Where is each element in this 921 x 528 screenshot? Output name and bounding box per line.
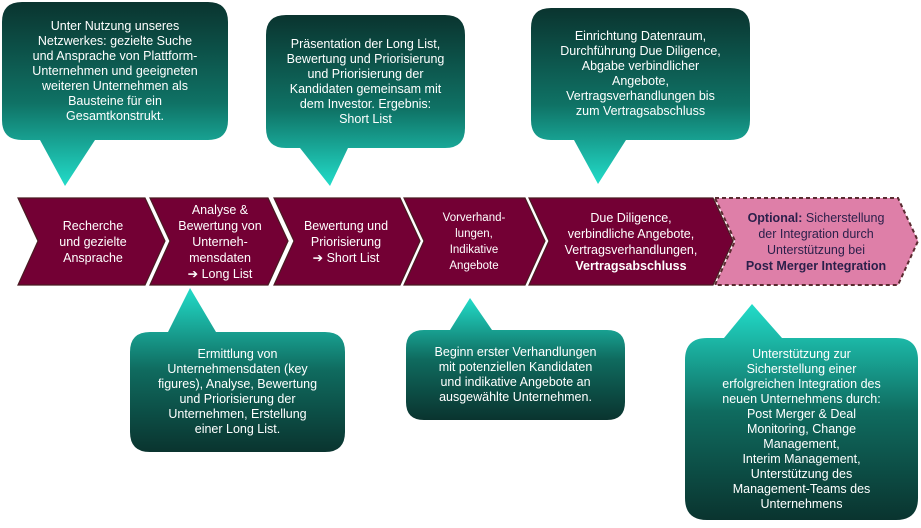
chevron-6-optional-shape [713,197,920,286]
chevron-5-shape [528,197,734,286]
chevron-label-bold: Vertragsabschluss [575,258,687,273]
chevron-label: Vorverhand- lungen, Indikative Angebote [442,211,506,272]
optional-label: Optional: [747,210,803,225]
chevron-optional-pmi: Optional: Sicherstellung der Integration… [730,198,902,285]
callout-due-diligence: Einrichtung Datenraum, Durchführung Due … [533,10,748,138]
callout-recherche: Unter Nutzung unseres Netzwerkes: geziel… [4,4,226,138]
callout-top-3-shape [531,8,750,184]
callout-top-2-shape [266,15,465,186]
chevron-bewertung: Bewertung und Priorisierung ➔ Short List [290,198,402,285]
chevron-1-shape [17,197,166,286]
callout-bottom-3-shape [685,304,918,520]
chevron-label: Due Diligence, verbindliche Angebote, Ve… [564,210,698,257]
chevron-3-shape [273,197,421,286]
callout-text: Präsentation der Long List, Bewertung un… [286,36,445,126]
chevron-label: Sicherstellung der Integration durch Unt… [758,210,885,257]
callout-text: Ermittlung von Unternehmensdaten (key fi… [157,347,318,436]
chevron-4-shape [403,197,546,286]
callout-top-1-shape [2,2,228,186]
callout-text: Beginn erster Verhandlungen mit potenzie… [434,345,597,404]
callout-bottom-1-shape [130,288,345,452]
callout-text: Unter Nutzung unseres Netzwerkes: geziel… [32,18,198,123]
callout-analyse: Ermittlung von Unternehmensdaten (key fi… [132,334,343,450]
callout-vorverhandlungen: Beginn erster Verhandlungen mit potenzie… [408,332,623,418]
chevron-label-bold: Post Merger Integration [745,258,887,273]
chevron-vorverhandlungen: Vorverhand- lungen, Indikative Angebote [420,198,528,285]
chevron-recherche: Recherche und gezielte Ansprache [38,198,148,285]
chevron-analyse: Analyse & Bewertung von Unterneh- mensda… [166,198,274,285]
callout-text: Einrichtung Datenraum, Durchführung Due … [560,29,721,118]
chevron-label: Analyse & Bewertung von Unterneh- mensda… [178,202,262,281]
callout-bottom-2-shape [406,298,625,420]
callout-text: Unterstützung zur Sicherstellung einer e… [722,346,881,511]
chevron-2-shape [149,197,289,286]
chevron-label: Recherche und gezielte Ansprache [59,218,127,265]
chevron-label: Bewertung und Priorisierung ➔ Short List [303,218,389,265]
chevron-due-diligence: Due Diligence, verbindliche Angebote, Ve… [545,198,717,285]
callout-bewertung: Präsentation der Long List, Bewertung un… [268,17,463,146]
callout-pmi: Unterstützung zur Sicherstellung einer e… [687,340,916,518]
